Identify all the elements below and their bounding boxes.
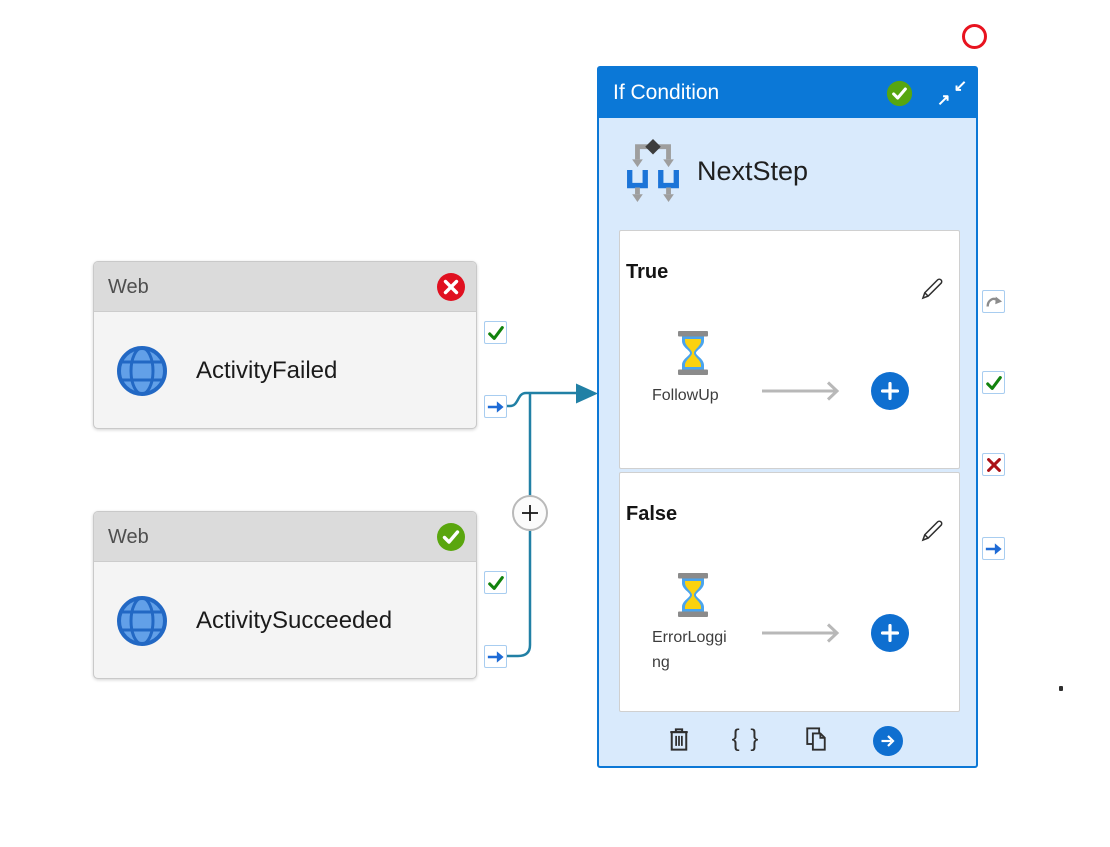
wait-hourglass-icon — [678, 573, 708, 617]
status-succeeded-icon — [886, 80, 913, 107]
port-completion-activityfailed[interactable] — [484, 395, 507, 418]
false-branch-panel: False ErrorLogging — [619, 472, 960, 712]
web-node-body: ActivitySucceeded — [94, 562, 476, 679]
add-activity-button[interactable] — [871, 614, 909, 652]
status-succeeded-icon — [436, 522, 466, 552]
web-globe-icon — [117, 345, 167, 396]
if-condition-type-label: If Condition — [613, 81, 720, 104]
wait-activity-followup[interactable]: FollowUp — [652, 331, 734, 408]
plus-icon — [881, 624, 899, 642]
edit-pencil-icon[interactable] — [918, 517, 946, 545]
activity-node-if-condition[interactable]: If Condition ↙ ↗ — [597, 66, 978, 768]
port-completion-activitysucceeded[interactable] — [484, 645, 507, 668]
wait-activity-label: ErrorLogging — [652, 629, 727, 671]
port-skipped-ifcondition[interactable] — [982, 290, 1005, 313]
next-arrow-button[interactable] — [873, 726, 903, 756]
activity-node-activitysucceeded[interactable]: Web ActivitySucceeded — [93, 511, 477, 679]
connector-from-activityfailed — [506, 391, 576, 408]
plus-icon — [522, 505, 538, 521]
edit-pencil-icon[interactable] — [918, 275, 946, 303]
port-completion-ifcondition[interactable] — [982, 537, 1005, 560]
activity-name: ActivitySucceeded — [196, 606, 393, 634]
web-node-body: ActivityFailed — [94, 312, 476, 429]
wait-hourglass-icon — [678, 331, 708, 375]
completion-arrow-icon — [487, 400, 504, 413]
activity-node-activityfailed[interactable]: Web ActivityFailed — [93, 261, 477, 429]
web-node-header: Web — [94, 262, 476, 312]
clone-button[interactable] — [799, 722, 833, 756]
skipped-arrow-icon — [986, 296, 1003, 307]
web-globe-icon — [117, 595, 167, 646]
activity-name: ActivityFailed — [196, 356, 338, 384]
true-branch-label: True — [626, 261, 669, 283]
trash-icon — [670, 728, 688, 751]
true-branch-panel: True FollowUp — [619, 230, 960, 469]
collapse-icon[interactable]: ↙ ↗ — [935, 76, 969, 112]
connector-add-button[interactable] — [512, 495, 548, 531]
activity-type-label: Web — [108, 526, 149, 548]
wait-activity-label: FollowUp — [652, 387, 719, 404]
wait-activity-errorlogging[interactable]: ErrorLogging — [652, 573, 734, 675]
completion-arrow-icon — [487, 650, 504, 663]
false-branch-label: False — [626, 503, 678, 525]
port-success-activitysucceeded[interactable] — [484, 571, 507, 594]
success-check-icon — [487, 325, 504, 340]
delete-button[interactable] — [662, 722, 696, 756]
activity-type-label: Web — [108, 276, 149, 298]
right-arrow-icon — [881, 735, 895, 747]
stray-dot — [1059, 686, 1063, 691]
branch-flow-arrow — [762, 381, 840, 401]
plus-icon — [881, 382, 899, 400]
completion-arrow-icon — [985, 542, 1002, 555]
connector-arrowhead — [576, 383, 598, 404]
success-check-icon — [985, 375, 1002, 390]
failure-x-icon — [986, 457, 1001, 472]
port-success-ifcondition[interactable] — [982, 371, 1005, 394]
activity-name: NextStep — [697, 156, 809, 186]
web-node-header: Web — [94, 512, 476, 562]
red-circle-annotation — [962, 24, 987, 49]
if-condition-header: If Condition ↙ ↗ — [599, 68, 976, 118]
braces-icon: { } — [731, 725, 761, 752]
collapse-arrow-lower: ↗ — [937, 92, 951, 109]
collapse-arrow-upper: ↙ — [953, 78, 967, 95]
add-activity-button[interactable] — [871, 372, 909, 410]
success-check-icon — [487, 575, 504, 590]
code-button[interactable]: { } — [729, 722, 763, 756]
status-failed-icon — [436, 272, 466, 302]
if-condition-icon — [627, 138, 679, 203]
connector-from-activitysucceeded — [506, 394, 532, 658]
branch-flow-arrow — [762, 623, 840, 643]
port-failure-ifcondition[interactable] — [982, 453, 1005, 476]
port-success-activityfailed[interactable] — [484, 321, 507, 344]
copy-icon — [806, 727, 826, 751]
